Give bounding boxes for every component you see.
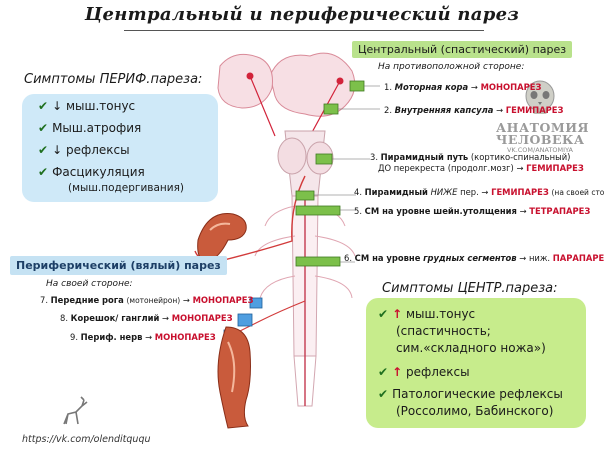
central-symptom-1-sub2: сим.«складного ножа») <box>396 341 546 355</box>
lesion-marker-6 <box>295 256 341 267</box>
peripheral-symptom-3: ✔↓ рефлексы <box>38 143 130 157</box>
level-3-label: 3. Пирамидный путь (кортико-спинальный) … <box>370 152 584 173</box>
level-8-label: 8. Корешок/ ганглий → МОНОПАРЕЗ <box>60 313 233 323</box>
level-9-label: 9. Периф. нерв → МОНОПАРЕЗ <box>70 332 216 342</box>
watermark-line-3: VK.COM/ANATOMIYA <box>506 146 573 154</box>
checkmark-icon: ✔ <box>378 365 389 379</box>
spinal-cord-icon <box>254 195 356 407</box>
central-symptom-1: ✔↑ мыш.тонус <box>378 307 476 321</box>
central-paresis-header: Центральный (спастический) парез <box>352 41 573 58</box>
level-2-label: 2. Внутренняя капсула → ГЕМИПАРЕЗ <box>384 105 564 115</box>
checkmark-icon: ✔ <box>378 307 389 321</box>
brainstem <box>277 130 334 197</box>
watermark-line-2: ЧЕЛОВЕКА <box>496 132 585 147</box>
peripheral-symptoms-card: ✔↓ мыш.тонус ✔Мыш.атрофия ✔↓ рефлексы ✔Ф… <box>22 94 218 202</box>
lesion-marker-7 <box>249 297 263 309</box>
level-7-label: 7. Передние рога (мотонейрон) → МОНОПАРЕ… <box>40 295 254 305</box>
level-1-label: 1. Моторная кора → МОНОПАРЕЗ <box>384 82 542 92</box>
brain-icon <box>217 52 356 137</box>
watermark-line-1: АНАТОМИЯ <box>496 120 590 135</box>
checkmark-icon: ✔ <box>378 387 389 401</box>
lesion-marker-5 <box>295 205 341 216</box>
central-symptom-1-sub1: (спастичность; <box>396 324 491 338</box>
checkmark-icon: ✔ <box>38 121 49 135</box>
central-symptoms-card: ✔↑ мыш.тонус (спастичность; сим.«складно… <box>366 298 586 428</box>
central-symptom-2: ✔↑ рефлексы <box>378 365 470 379</box>
peripheral-side-note: На своей стороне: <box>46 279 133 289</box>
leg-muscle-icon <box>217 326 251 429</box>
checkmark-icon: ✔ <box>38 143 49 157</box>
lesion-marker-3 <box>315 153 333 165</box>
peripheral-symptoms-title: Симптомы ПЕРИФ.пареза: <box>24 72 203 87</box>
title-underline <box>124 30 484 31</box>
deer-logo-icon <box>63 396 88 425</box>
level-4-label: 4. Пирамидный НИЖЕ пер. → ГЕМИПАРЕЗ (на … <box>354 187 604 197</box>
peripheral-symptom-2: ✔Мыш.атрофия <box>38 121 142 135</box>
lesion-marker-2 <box>323 103 339 115</box>
central-symptom-3-sub: (Россолимо, Бабинского) <box>396 404 554 418</box>
peripheral-symptom-1: ✔↓ мыш.тонус <box>38 99 136 113</box>
anatomy-watermark: АНАТОМИЯ ЧЕЛОВЕКА VK.COM/ANATOMIYA <box>496 78 590 154</box>
level-6-label: 6. СМ на уровне грудных сегментов → ниж.… <box>344 253 604 263</box>
checkmark-icon: ✔ <box>38 165 49 179</box>
lesion-marker-4 <box>295 190 315 201</box>
lesion-marker-1 <box>349 80 365 92</box>
central-symptom-3: ✔Патологические рефлексы <box>378 387 563 401</box>
checkmark-icon: ✔ <box>38 99 49 113</box>
central-symptoms-title: Симптомы ЦЕНТР.пареза: <box>382 281 558 296</box>
level-5-label: 5. СМ на уровне шейн.утолщения → ТЕТРАПА… <box>354 206 591 216</box>
lesion-marker-8 <box>237 313 253 327</box>
skull-watermark-icon <box>525 80 555 114</box>
peripheral-symptom-4: ✔Фасцикуляция <box>38 165 145 179</box>
peripheral-paresis-header: Периферический (вялый) парез <box>10 256 227 275</box>
peripheral-symptom-4-sub: (мыш.подергивания) <box>68 182 184 194</box>
footer-link[interactable]: https://vk.com/olenditququ <box>22 434 151 445</box>
pathway-diagram <box>194 52 380 407</box>
page-title: Центральный и периферический парез <box>84 4 520 25</box>
central-side-note: На противоположной стороне: <box>378 62 525 72</box>
